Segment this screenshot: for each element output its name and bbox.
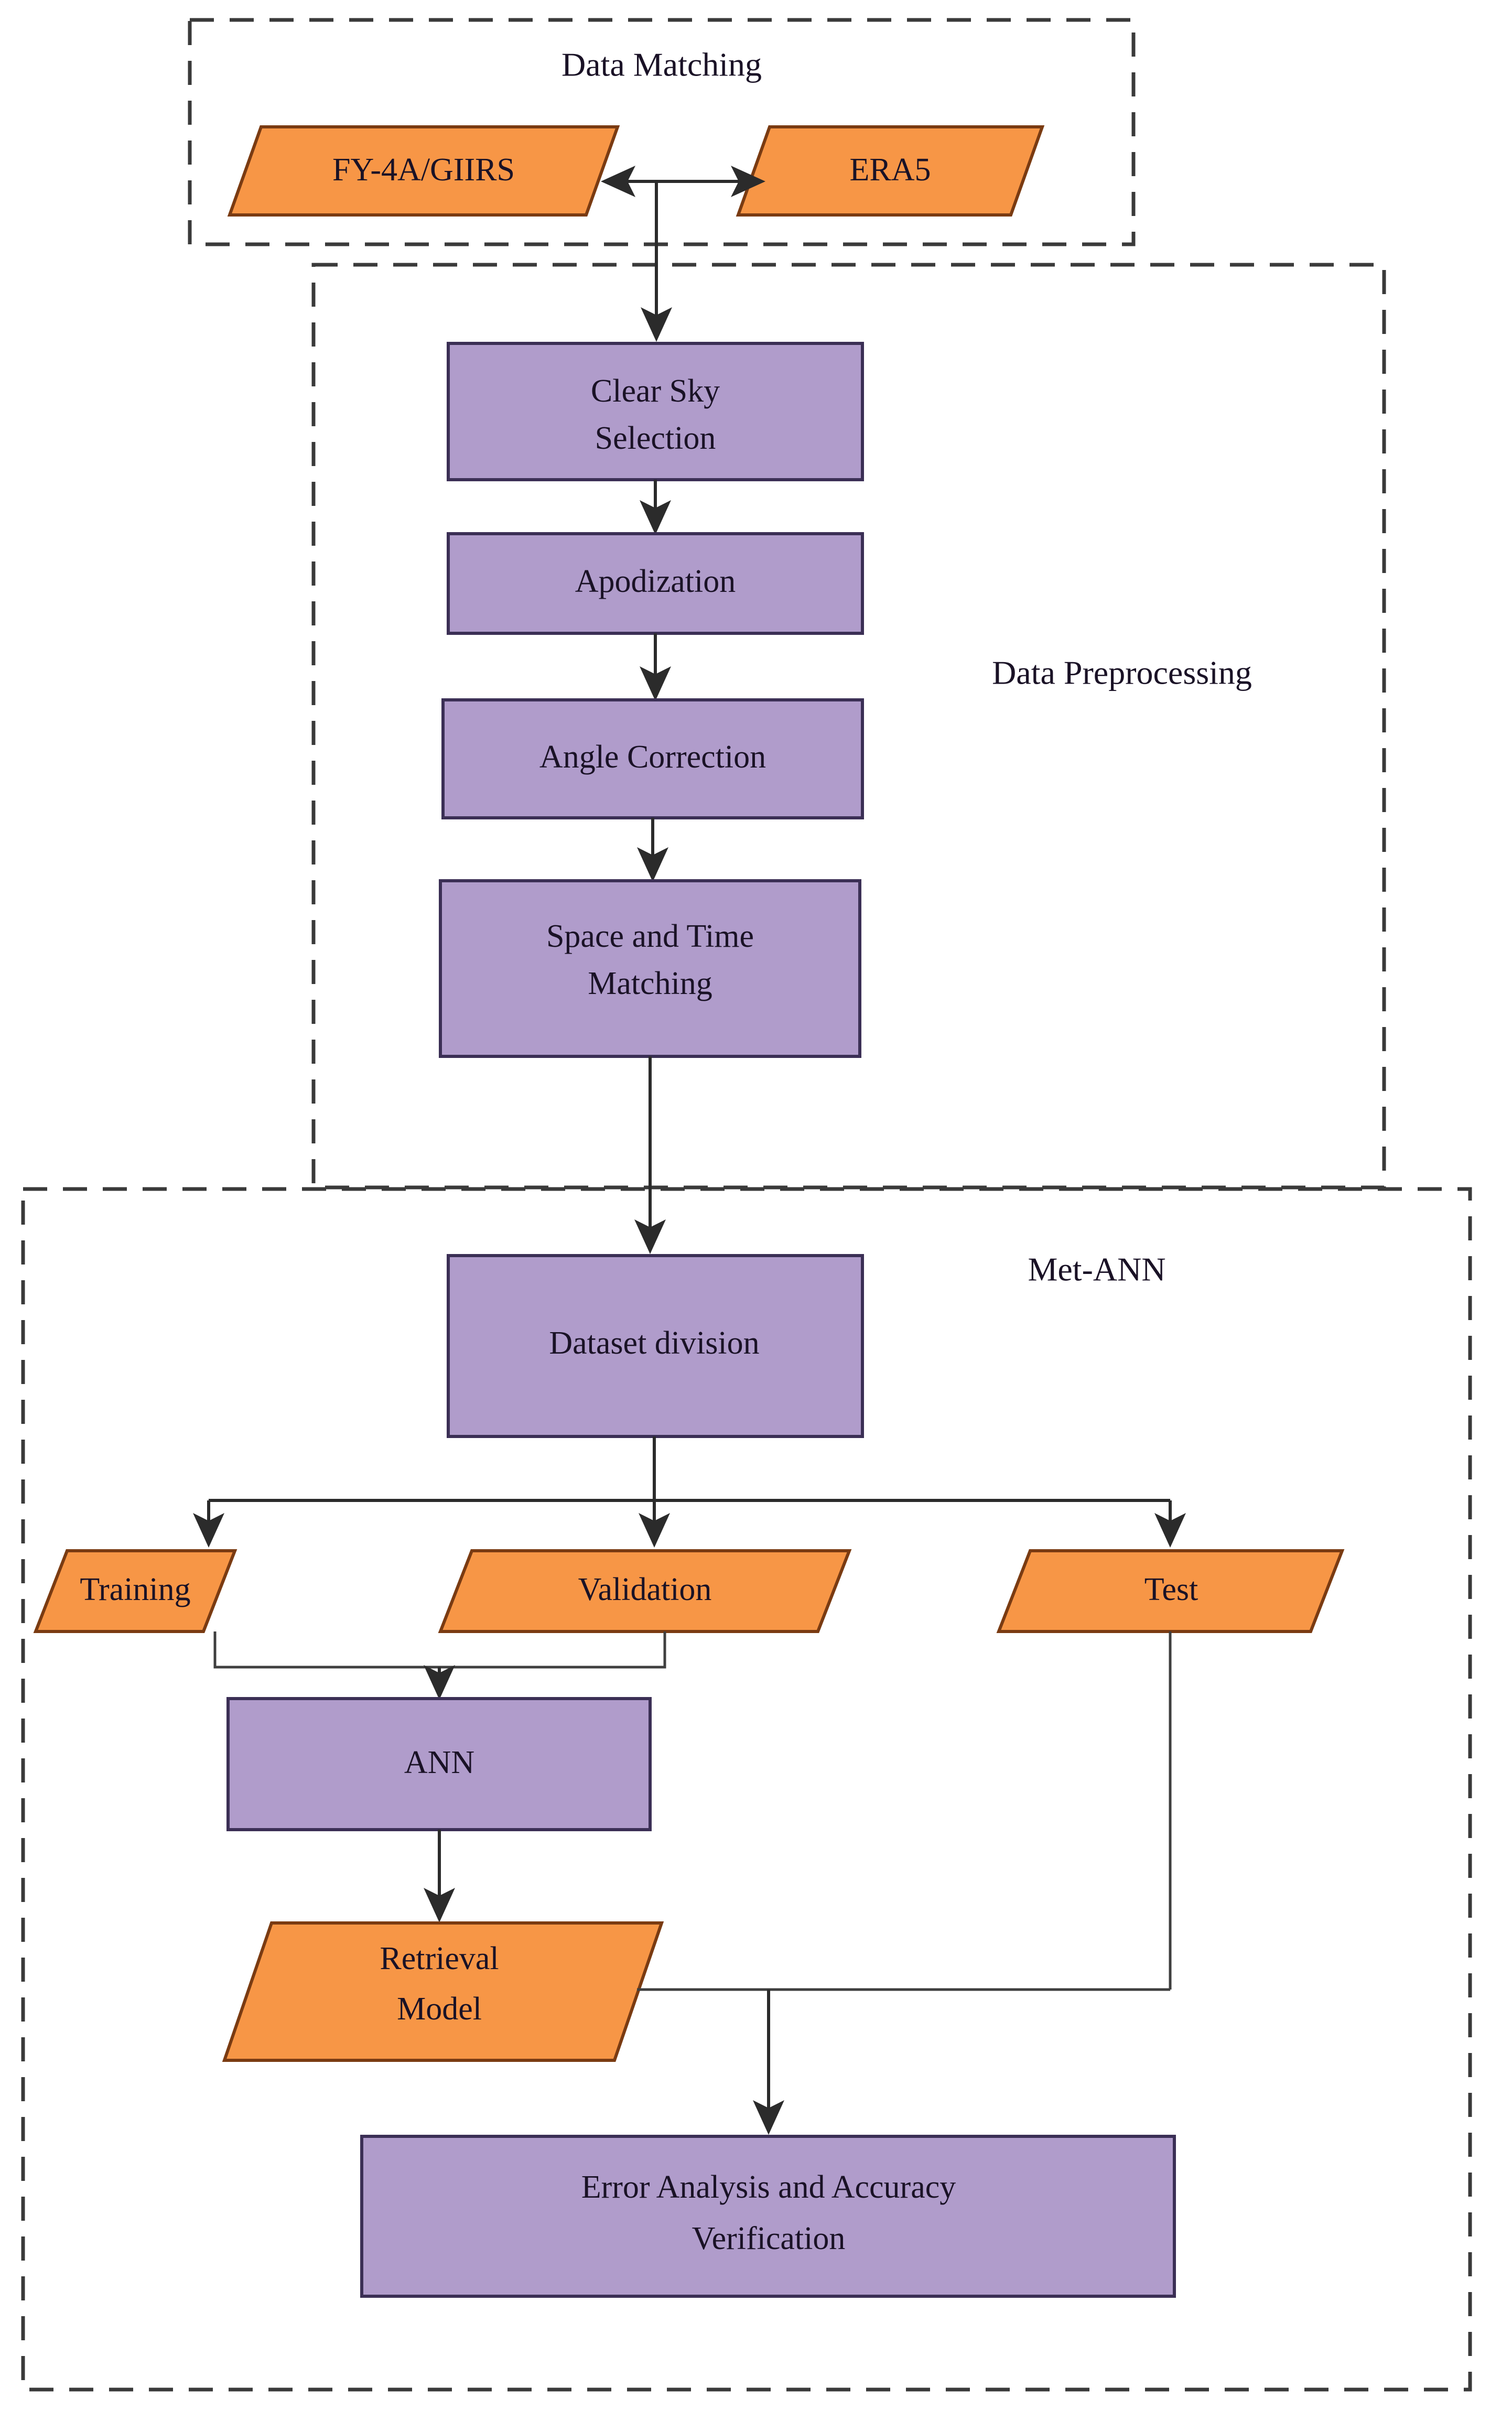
node-retrieval-label-line1: Retrieval xyxy=(380,1941,499,1976)
node-space-time-label-line1: Space and Time xyxy=(546,918,754,954)
group-box-data-matching xyxy=(188,18,1136,246)
group-box-data-preprocessing xyxy=(311,263,1386,1190)
node-error-analysis-shape[interactable] xyxy=(360,2135,1176,2298)
node-test-label: Test xyxy=(1144,1572,1198,1607)
node-error-analysis-label-line1: Error Analysis and Accuracy xyxy=(581,2169,956,2205)
node-dataset-division-label: Dataset division xyxy=(549,1325,759,1361)
edge-test-retrieval-join xyxy=(637,1631,1172,1991)
node-dataset-division-shape[interactable] xyxy=(447,1254,864,1438)
node-clear-sky-label-line1: Clear Sky xyxy=(591,373,720,409)
node-retrieval-label-line2: Model xyxy=(397,1991,482,2027)
node-fy4a-label: FY-4A/GIIRS xyxy=(332,152,515,188)
node-clear-sky-shape[interactable] xyxy=(447,342,864,481)
node-training-label: Training xyxy=(80,1572,190,1607)
node-apodization-label: Apodization xyxy=(575,564,736,599)
node-fy4a-shape[interactable] xyxy=(227,125,620,217)
group-label-met-ann: Met-ANN xyxy=(1028,1251,1165,1288)
group-label-data-preprocessing: Data Preprocessing xyxy=(992,654,1252,691)
node-test-shape[interactable] xyxy=(996,1549,1345,1633)
node-ann-shape[interactable] xyxy=(226,1697,652,1831)
node-space-time-label-line2: Matching xyxy=(588,966,712,1001)
group-box-met-ann xyxy=(21,1187,1472,2392)
node-validation-label: Validation xyxy=(578,1572,712,1607)
node-angle-correction-label: Angle Correction xyxy=(539,739,766,775)
node-apodization-shape[interactable] xyxy=(447,532,864,635)
edge-training-validation-merge xyxy=(213,1631,666,1669)
node-retrieval-shape[interactable] xyxy=(222,1921,664,2062)
node-angle-correction-shape[interactable] xyxy=(441,698,864,819)
node-era5-label: ERA5 xyxy=(850,152,931,188)
node-clear-sky-label-line2: Selection xyxy=(595,420,716,456)
node-training-shape[interactable] xyxy=(33,1549,237,1633)
edge-dataset-division-bus xyxy=(207,1436,1172,1535)
node-ann-label: ANN xyxy=(404,1745,474,1780)
node-space-time-shape[interactable] xyxy=(439,879,861,1058)
node-validation-shape[interactable] xyxy=(438,1549,852,1633)
group-label-data-matching: Data Matching xyxy=(561,46,762,83)
node-error-analysis-label-line2: Verification xyxy=(692,2221,846,2256)
